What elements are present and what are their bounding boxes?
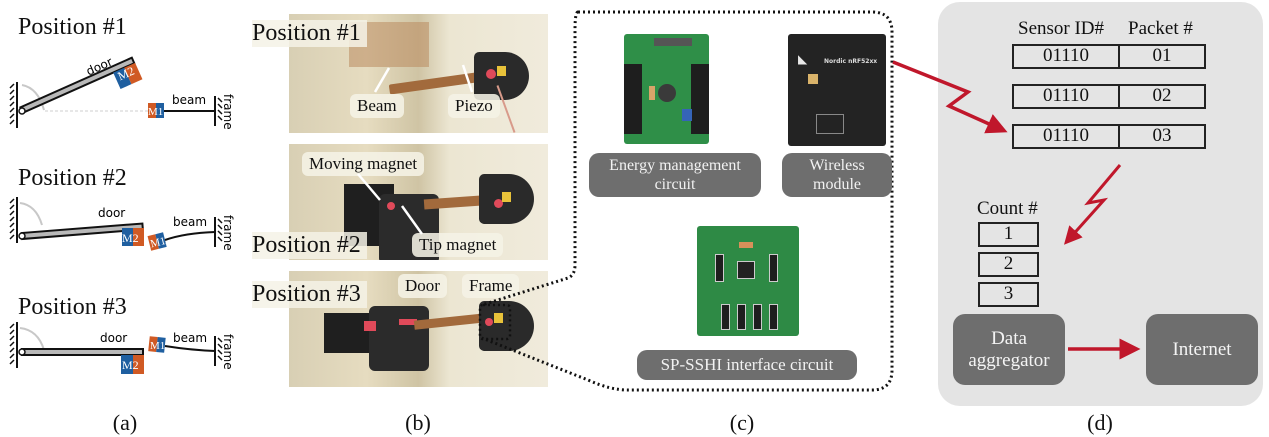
packet-cell: 03 [1118,124,1206,149]
beam [164,231,216,241]
door [21,348,144,356]
label-line-2: circuit [654,176,696,193]
position-3-schematic: door M2 M1 beam frame [9,322,235,374]
beam [164,345,216,352]
label-door: Door [398,274,447,298]
magnet-m1 [147,232,167,251]
internet-box: Internet [1146,314,1258,385]
door-label: door [100,331,127,345]
label-moving-magnet: Moving magnet [302,152,425,176]
wall-hinge-icon [9,82,18,128]
position-2-title: Position #2 [18,165,127,191]
magnet-m2 [121,355,144,374]
label-line-1: Wireless [809,157,865,174]
data-aggregator-box: Data aggregator [953,314,1065,385]
label-line-1: Energy management [609,157,741,174]
beam-label: beam [173,331,207,345]
callout-arrows-2 [357,173,424,235]
label-frame: Frame [462,274,520,298]
swing-arc [19,327,45,351]
position-3-title: Position #3 [18,294,127,320]
aggregator-line-1: Data [991,327,1027,349]
count-header: Count # [977,198,1038,219]
door-label: door [98,206,125,220]
sensor-id-cell: 01110 [1012,84,1120,109]
energy-management-label: Energy management circuit [589,153,761,197]
label-line-2: module [813,176,861,193]
m2-label: M2 [122,231,139,245]
caption-a: (a) [112,410,138,435]
caption-b: (b) [405,410,431,435]
wifi-icon: ◣ [798,52,808,66]
photo-1-title: Position #1 [252,20,367,47]
caption-c: (c) [729,410,755,435]
count-cell: 1 [978,222,1039,247]
sp-sshi-board [697,226,799,336]
swing-arc [19,202,43,226]
callout-arrows-1 [373,64,474,93]
count-cell: 3 [978,282,1039,307]
swing-arc [21,84,45,111]
count-cell: 2 [978,252,1039,277]
wall-hinge-icon [9,322,18,368]
frame-wall-icon [214,96,223,126]
magnet-m1 [148,103,164,118]
frame-label: frame [221,215,235,251]
frame-mount [479,301,534,351]
sensor-id-header: Sensor ID# [1018,18,1105,39]
packet-cell: 01 [1118,44,1206,69]
sensor-id-cell: 01110 [1012,124,1120,149]
piezo-mount [474,52,529,100]
wireless-module-label: Wireless module [782,153,892,197]
sensor-id-cell: 01110 [1012,44,1120,69]
photo-3-title: Position #3 [252,281,367,308]
frame-label: frame [221,94,235,130]
label-tip-magnet: Tip magnet [412,233,504,257]
packet-cell: 02 [1118,84,1206,109]
caption-d: (d) [1087,410,1113,435]
frame-label: frame [221,334,235,370]
m1-label: M1 [149,235,167,250]
position-1-title: Position #1 [18,14,127,40]
m2-label: M2 [116,64,137,84]
photo-2-title: Position #2 [252,232,367,259]
frame-wall-icon [214,336,223,366]
frame-wall-icon [214,217,223,247]
magnet-m2 [113,62,143,90]
label-piezo: Piezo [448,94,500,118]
sp-sshi-label: SP-SSHI interface circuit [637,350,857,380]
magnet-m1 [148,336,166,353]
zoom-callout-outline [478,10,894,392]
chip-text: Nordic nRF52xx [824,58,878,65]
m1-label: M1 [150,340,165,352]
beam-label: beam [172,93,206,107]
wireless-module-board: ◣ Nordic nRF52xx [788,34,886,146]
packet-header: Packet # [1128,18,1193,39]
m1-label: M1 [148,106,163,118]
position-1-schematic: M2 door M1 beam frame [9,55,235,130]
door [19,56,136,115]
magnet-m2 [122,228,144,246]
beam-label: beam [173,215,207,229]
energy-management-board [624,34,709,144]
label-beam: Beam [350,94,404,118]
position-2-schematic: door M2 M1 beam frame [9,197,235,251]
m2-label: M2 [122,358,139,372]
wall-hinge-icon [9,197,18,243]
aggregator-line-2: aggregator [968,349,1050,371]
